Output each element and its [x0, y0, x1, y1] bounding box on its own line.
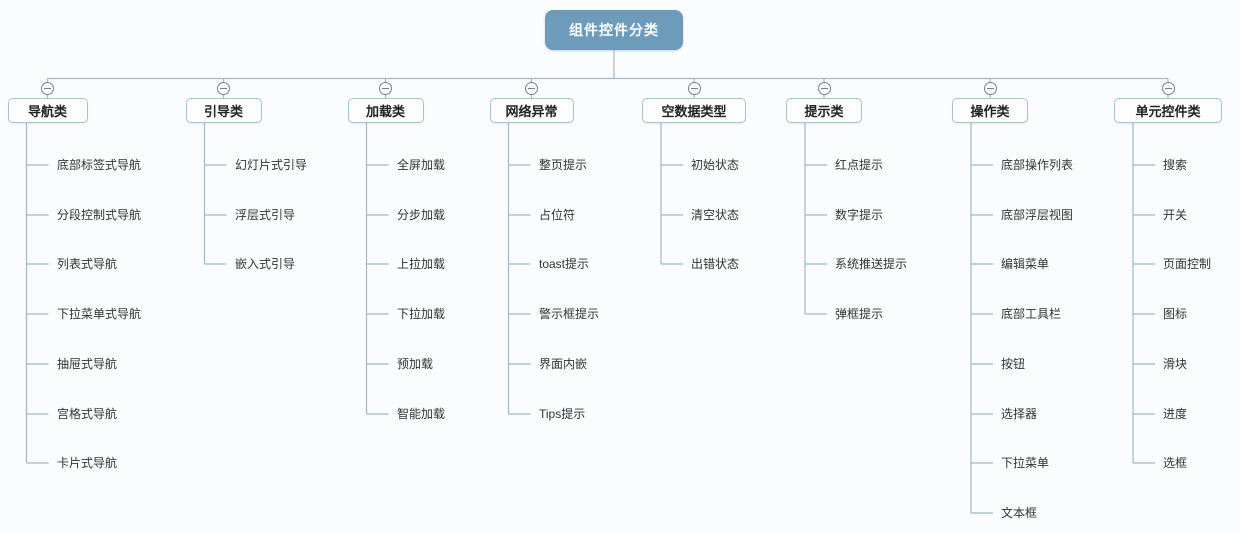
child-node[interactable]: 数字提示 — [835, 208, 884, 222]
child-node[interactable]: 预加载 — [397, 357, 434, 371]
child-node[interactable]: 全屏加载 — [397, 158, 446, 172]
collapse-minus-icon[interactable] — [817, 82, 831, 95]
root-rail-line — [46, 50, 1169, 98]
child-node[interactable]: 警示框提示 — [539, 307, 600, 321]
child-node[interactable]: 抽屉式导航 — [57, 357, 118, 371]
child-node[interactable]: 卡片式导航 — [57, 456, 118, 470]
child-node[interactable]: 选择器 — [1001, 407, 1038, 421]
child-node[interactable]: 下拉菜单 — [1001, 456, 1050, 470]
branch-node-unit-control[interactable]: 单元控件类 — [1114, 98, 1222, 123]
branch-node-empty-data[interactable]: 空数据类型 — [642, 98, 746, 123]
child-node[interactable]: 整页提示 — [539, 158, 588, 172]
child-node[interactable]: 编辑菜单 — [1001, 257, 1050, 271]
child-node[interactable]: 文本框 — [1001, 506, 1038, 520]
child-node[interactable]: 底部浮层视图 — [1001, 208, 1074, 222]
child-node[interactable]: 清空状态 — [691, 208, 740, 222]
child-node[interactable]: 图标 — [1163, 307, 1188, 321]
child-node[interactable]: 下拉菜单式导航 — [57, 307, 142, 321]
child-node[interactable]: 分段控制式导航 — [57, 208, 142, 222]
collapse-minus-icon[interactable] — [983, 82, 997, 95]
branch-node-action[interactable]: 操作类 — [952, 98, 1028, 123]
child-node[interactable]: 弹框提示 — [835, 307, 884, 321]
child-node[interactable]: 底部操作列表 — [1001, 158, 1074, 172]
branch-node-network-error[interactable]: 网络异常 — [489, 98, 574, 123]
branch-node-navigation[interactable]: 导航类 — [7, 98, 88, 123]
branch-trunk-lines — [25, 123, 1134, 513]
branch-node-loading[interactable]: 加载类 — [347, 98, 424, 123]
child-node[interactable]: 按钮 — [1001, 357, 1026, 371]
collapse-minus-icon[interactable] — [687, 82, 701, 95]
child-node[interactable]: 滑块 — [1163, 357, 1188, 371]
collapse-minus-icon[interactable] — [41, 82, 54, 95]
child-node[interactable]: 选框 — [1163, 456, 1188, 470]
child-node[interactable]: 出错状态 — [691, 257, 740, 271]
child-node[interactable]: 底部工具栏 — [1001, 307, 1062, 321]
child-node[interactable]: 系统推送提示 — [835, 257, 908, 271]
child-node[interactable]: 幻灯片式引导 — [235, 158, 308, 172]
child-node[interactable]: 嵌入式引导 — [235, 257, 296, 271]
child-node[interactable]: 红点提示 — [835, 158, 884, 172]
child-node[interactable]: 宫格式导航 — [57, 407, 118, 421]
child-node[interactable]: 占位符 — [539, 208, 576, 222]
branch-node-guide[interactable]: 引导类 — [185, 98, 262, 123]
child-node[interactable]: 界面内嵌 — [539, 357, 588, 371]
collapse-minus-icon[interactable] — [525, 82, 538, 95]
collapse-minus-icon[interactable] — [217, 82, 230, 95]
child-node[interactable]: 页面控制 — [1163, 257, 1212, 271]
child-node[interactable]: 智能加载 — [397, 407, 446, 421]
collapse-minus-icon[interactable] — [379, 82, 392, 95]
child-node[interactable]: 底部标签式导航 — [57, 158, 142, 172]
branch-node-tips[interactable]: 提示类 — [786, 98, 862, 123]
child-node[interactable]: 搜索 — [1163, 158, 1188, 172]
child-node[interactable]: 开关 — [1163, 208, 1188, 222]
collapse-minus-icon[interactable] — [1161, 82, 1175, 95]
child-tick-lines — [26, 164, 1155, 514]
root-node[interactable]: 组件控件分类 — [545, 10, 683, 50]
child-node[interactable]: 上拉加载 — [397, 257, 446, 271]
child-node[interactable]: 列表式导航 — [57, 257, 118, 271]
child-node[interactable]: toast提示 — [539, 257, 590, 271]
child-node[interactable]: 进度 — [1163, 407, 1188, 421]
child-node[interactable]: 下拉加载 — [397, 307, 446, 321]
child-node[interactable]: Tips提示 — [539, 407, 586, 421]
child-node[interactable]: 分步加载 — [397, 208, 446, 222]
child-node[interactable]: 浮层式引导 — [235, 208, 296, 222]
child-node[interactable]: 初始状态 — [691, 158, 740, 172]
